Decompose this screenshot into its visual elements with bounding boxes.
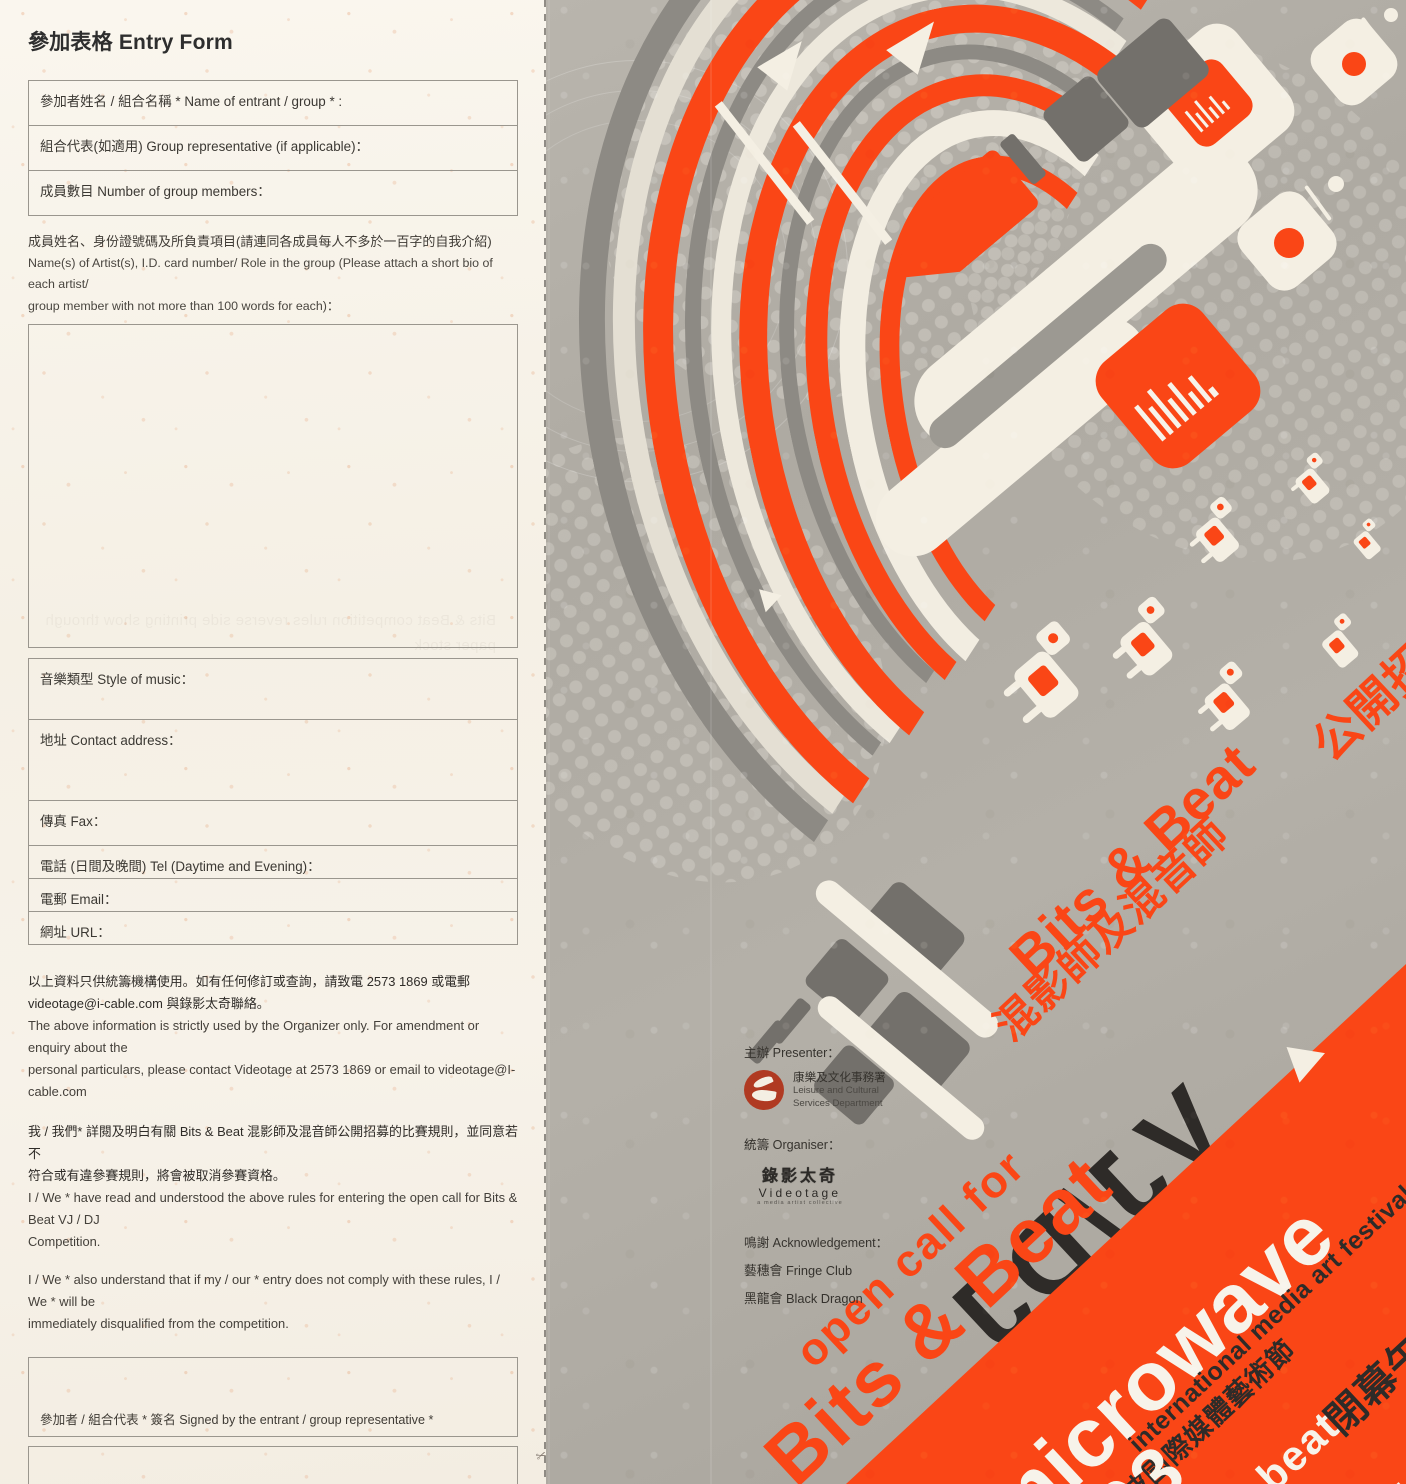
field-label: 電話 (日間及晚間) Tel (Daytime and Evening)： bbox=[40, 859, 321, 874]
presenter-label: 主辦 Presenter： bbox=[744, 1046, 840, 1060]
acknowledgement-item: 藝穗會 Fringe Club bbox=[744, 1263, 853, 1278]
form-content: 參加表格 Entry Form 參加者姓名 / 組合名稱 * Name of e… bbox=[28, 26, 518, 1484]
declaration-zh-2: 符合或有違參賽規則，將會被取消參賽資格。 bbox=[28, 1168, 286, 1183]
field-label: 傳真 Fax： bbox=[40, 814, 107, 829]
lcsd-text: 康樂及文化事務署 Leisure and Cultural Services D… bbox=[793, 1071, 886, 1110]
field-group-representative[interactable]: 組合代表(如適用) Group representative (if appli… bbox=[29, 126, 517, 171]
declaration-zh-1: 我 / 我們* 詳閱及明白有關 Bits & Beat 混影師及混音師公開招募的… bbox=[28, 1124, 518, 1161]
field-label: 地址 Contact address： bbox=[40, 733, 182, 748]
field-style-of-music[interactable]: 音樂類型 Style of music： bbox=[29, 659, 517, 720]
page-title: 參加表格 Entry Form bbox=[28, 31, 233, 54]
lcsd-logo-icon bbox=[744, 1070, 784, 1110]
bars-icon bbox=[1184, 95, 1231, 133]
field-fax[interactable]: 傳真 Fax： bbox=[29, 801, 517, 846]
acknowledgement-item: 黑龍會 Black Dragon bbox=[744, 1291, 863, 1306]
field-label: 音樂類型 Style of music： bbox=[40, 672, 195, 687]
disqualification-notice: I / We * also understand that if my / ou… bbox=[28, 1269, 518, 1335]
artists-prompt-en-1: Name(s) of Artist(s), I.D. card number/ … bbox=[28, 255, 493, 292]
declaration-en-1: I / We * have read and understood the ab… bbox=[28, 1190, 518, 1227]
field-number-of-members[interactable]: 成員數目 Number of group members： bbox=[29, 171, 517, 216]
organiser-label: 統籌 Organiser： bbox=[744, 1138, 841, 1152]
contact-fieldgroup: 音樂類型 Style of music： 地址 Contact address：… bbox=[28, 658, 518, 945]
privacy-en-1: The above information is strictly used b… bbox=[28, 1018, 480, 1055]
privacy-zh-2: videotage@i-cable.com 與錄影太奇聯絡。 bbox=[28, 996, 270, 1011]
presenter-zh: 康樂及文化事務署 bbox=[793, 1070, 886, 1084]
privacy-zh-1: 以上資料只供統籌機構使用。如有任何修訂或查詢，請致電 2573 1869 或電郵 bbox=[28, 974, 470, 989]
entrant-fieldgroup: 參加者姓名 / 組合名稱 * Name of entrant / group *… bbox=[28, 80, 518, 216]
organiser-zh: 錄影太奇 bbox=[761, 1168, 838, 1185]
bars-icon bbox=[1134, 375, 1220, 442]
robot-head-dot bbox=[1274, 228, 1304, 258]
presenter-en-1: Leisure and Cultural bbox=[793, 1084, 879, 1096]
privacy-notice: 以上資料只供統籌機構使用。如有任何修訂或查詢，請致電 2573 1869 或電郵… bbox=[28, 971, 518, 1103]
credits-block: 主辦 Presenter： 康樂及文化事務署 Leisure and Cultu… bbox=[744, 1042, 984, 1316]
field-label: 成員數目 Number of group members： bbox=[40, 184, 271, 199]
field-name-of-entrant[interactable]: 參加者姓名 / 組合名稱 * Name of entrant / group *… bbox=[29, 81, 517, 126]
presenter-logo-row: 康樂及文化事務署 Leisure and Cultural Services D… bbox=[744, 1070, 984, 1110]
printed-name-box[interactable]: 組合名 / 參加者 * 姓名 Name of the entrant / gro… bbox=[28, 1446, 518, 1484]
declaration: 我 / 我們* 詳閱及明白有關 Bits & Beat 混影師及混音師公開招募的… bbox=[28, 1121, 518, 1253]
perforation-line bbox=[544, 0, 546, 1484]
privacy-en-2: personal particulars, please contact Vid… bbox=[28, 1062, 516, 1099]
disqualify-en-2: immediately disqualified from the compet… bbox=[28, 1316, 289, 1331]
acknowledgement-label: 鳴謝 Acknowledgement： bbox=[744, 1236, 889, 1250]
disqualify-en-1: I / We * also understand that if my / ou… bbox=[28, 1272, 500, 1309]
artists-prompt-en-2: group member with not more than 100 word… bbox=[28, 298, 340, 313]
field-label: 網址 URL： bbox=[40, 925, 111, 940]
field-email[interactable]: 電郵 Email： bbox=[29, 879, 517, 912]
antenna-tip bbox=[1384, 8, 1398, 22]
field-label: 組合代表(如適用) Group representative (if appli… bbox=[40, 139, 369, 154]
artists-bio-textarea[interactable] bbox=[28, 324, 518, 648]
declaration-en-2: Competition. bbox=[28, 1234, 101, 1249]
organiser-tagline: a media artist collective bbox=[757, 1200, 843, 1206]
field-label: 參加者姓名 / 組合名稱 * Name of entrant / group *… bbox=[40, 94, 343, 109]
entry-form-sheet: Bits & Beat competition rules reverse si… bbox=[0, 0, 546, 1484]
field-contact-address[interactable]: 地址 Contact address： bbox=[29, 720, 517, 801]
organiser-en: Videotage bbox=[758, 1186, 842, 1200]
robot-head-dot bbox=[1342, 52, 1366, 76]
artists-prompt-zh: 成員姓名、身份證號碼及所負責項目(請連同各成員每人不多於一百字的自我介紹) bbox=[28, 234, 492, 249]
presenter-en-2: Services Department bbox=[793, 1097, 883, 1109]
antenna-tip bbox=[1328, 176, 1344, 192]
field-label: 電郵 Email： bbox=[40, 892, 118, 907]
field-url[interactable]: 網址 URL： bbox=[29, 912, 517, 945]
videotage-logo: 錄影太奇 Videotage a media artist collective bbox=[748, 1162, 852, 1206]
signature-box[interactable]: 參加者 / 組合代表 * 簽名 Signed by the entrant / … bbox=[28, 1357, 518, 1437]
poster-panel: Bits & Beat 公開招募 混影師及混音師 VJ/DJ open call… bbox=[546, 0, 1406, 1484]
field-tel[interactable]: 電話 (日間及晚間) Tel (Daytime and Evening)： bbox=[29, 846, 517, 879]
signature-caption: 參加者 / 組合代表 * 簽名 Signed by the entrant / … bbox=[40, 1413, 434, 1427]
artists-prompt: 成員姓名、身份證號碼及所負責項目(請連同各成員每人不多於一百字的自我介紹) Na… bbox=[28, 231, 518, 317]
